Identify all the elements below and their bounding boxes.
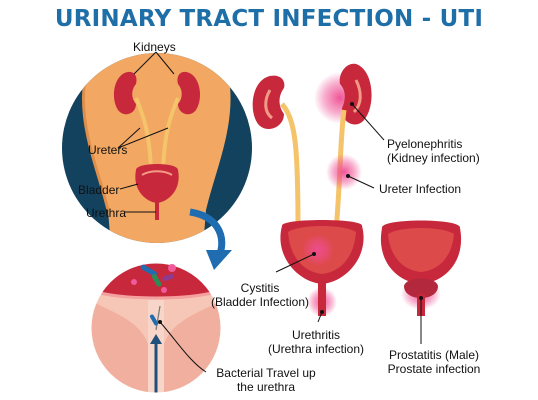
label-bacterial-travel: Bacterial Travel up the urethra: [206, 366, 326, 394]
label-ureters: Ureters: [88, 143, 128, 157]
page-title: URINARY TRACT INFECTION - UTI: [54, 6, 484, 32]
urethra-shape: [155, 200, 159, 220]
pyelonephritis-subtitle: (Kidney infection): [387, 151, 480, 165]
overview-leader-lines: [117, 51, 175, 213]
left-ureter: [134, 97, 153, 173]
leader-dots: [158, 102, 423, 324]
bacterium: [131, 279, 137, 285]
bacterial-leader-line: [159, 321, 207, 373]
bacterial-travel-line2: the urethra: [236, 380, 296, 394]
label-urethra: Urethra: [86, 206, 127, 220]
body-overview-circle: [62, 53, 252, 243]
bacterial-travel-line1: Bacterial Travel up: [216, 366, 316, 380]
label-urethritis: Urethritis (Urethra infection): [260, 328, 372, 356]
bacterium: [162, 273, 174, 282]
label-kidneys: Kidneys: [133, 40, 176, 54]
infection-leader-lines: [275, 103, 422, 344]
pyelonephritis-title: Pyelonephritis: [387, 137, 463, 151]
prostatitis-title: Prostatitis (Male): [388, 348, 480, 362]
cystitis-title: Cystitis: [240, 281, 280, 295]
left-kidney: [113, 71, 137, 115]
bacterium: [150, 314, 158, 326]
urethritis-title: Urethritis: [291, 328, 340, 342]
prostatitis-subtitle: Prostate infection: [387, 362, 481, 376]
cystitis-subtitle: (Bladder Infection): [210, 295, 310, 309]
label-pyelonephritis: Pyelonephritis (Kidney infection): [387, 137, 480, 165]
infection-tract: [252, 63, 462, 317]
zoom-arrow: [189, 208, 232, 270]
label-ureter-infection: Ureter Infection: [379, 182, 462, 196]
urethritis-subtitle: (Urethra infection): [267, 342, 365, 356]
bacterium: [168, 264, 176, 272]
label-cystitis: Cystitis (Bladder Infection): [204, 281, 316, 309]
bacterium: [140, 264, 157, 277]
label-bladder: Bladder: [78, 183, 120, 197]
bacterium: [151, 273, 162, 287]
bacterium: [161, 287, 167, 293]
label-prostatitis: Prostatitis (Male) Prostate infection: [378, 348, 490, 376]
right-kidney: [177, 71, 201, 115]
